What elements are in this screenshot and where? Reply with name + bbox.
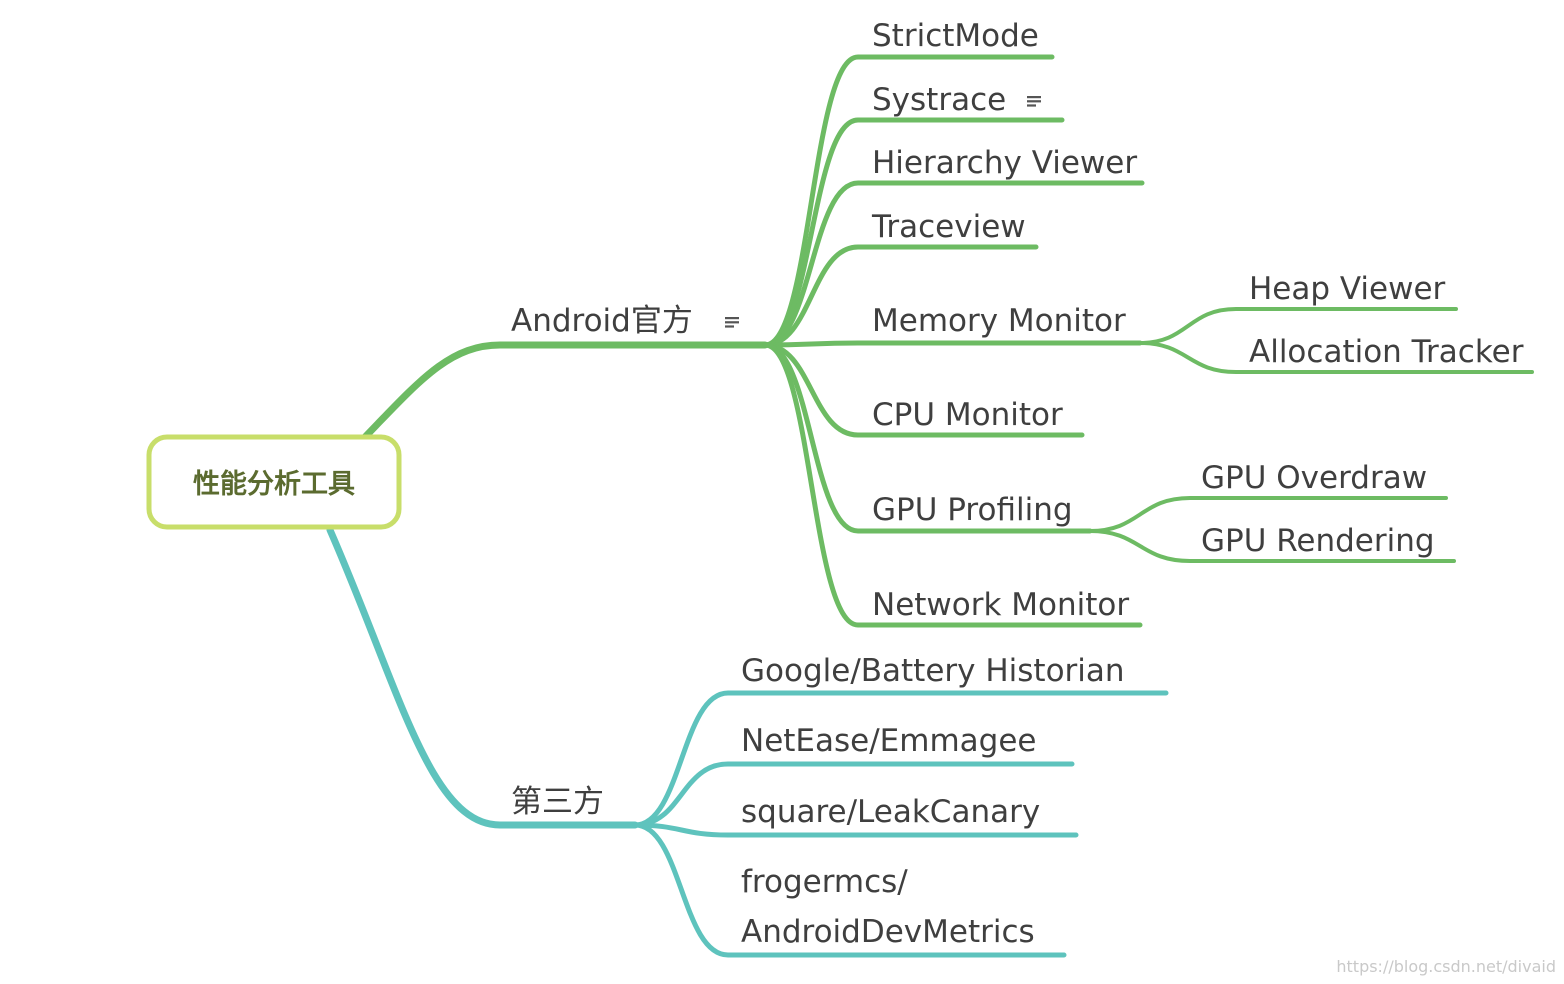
node-strictmode[interactable]: StrictMode: [872, 18, 1039, 54]
edge-third-child-1: [632, 761, 1075, 828]
note-icon[interactable]: [1027, 96, 1041, 107]
edge-root-android: [361, 341, 769, 441]
edge-gpu-overdraw: [1088, 496, 1448, 533]
node-memory-monitor[interactable]: Memory Monitor: [872, 303, 1126, 339]
node-gpu-profiling[interactable]: GPU Profiling: [872, 492, 1073, 528]
edge-root-third-party: [326, 526, 639, 829]
branch-label-android[interactable]: Android官方: [511, 303, 693, 339]
edge-memory-heap: [1138, 307, 1458, 345]
note-icon[interactable]: [725, 317, 739, 328]
node-leakcanary[interactable]: square/LeakCanary: [741, 794, 1040, 830]
node-allocation-tracker[interactable]: Allocation Tracker: [1249, 334, 1524, 370]
root-node[interactable]: 性能分析工具: [146, 434, 402, 530]
edge-memory-allocation: [1138, 341, 1534, 374]
watermark: https://blog.csdn.net/divaid: [1336, 957, 1556, 976]
node-cpu-monitor[interactable]: CPU Monitor: [872, 397, 1063, 433]
edge-android-child-5: [762, 342, 1085, 438]
edge-third-child-2: [632, 822, 1079, 838]
edge-android-child-3: [762, 244, 1039, 348]
edge-android-child-7: [762, 342, 1143, 628]
edge-android-child-4: [762, 340, 1143, 348]
edge-gpu-rendering: [1088, 529, 1456, 563]
node-androiddevmetrics-line1[interactable]: frogermcs/: [741, 864, 908, 900]
edge-android-child-2: [762, 180, 1145, 348]
node-gpu-overdraw[interactable]: GPU Overdraw: [1201, 460, 1427, 496]
edge-third-child-0: [632, 690, 1169, 828]
node-systrace[interactable]: Systrace: [872, 82, 1006, 118]
node-heap-viewer[interactable]: Heap Viewer: [1249, 271, 1446, 307]
node-traceview[interactable]: Traceview: [871, 209, 1026, 245]
root-node-box: [146, 434, 402, 530]
node-emmagee[interactable]: NetEase/Emmagee: [741, 723, 1036, 759]
node-gpu-rendering[interactable]: GPU Rendering: [1201, 523, 1435, 559]
node-battery-historian[interactable]: Google/Battery Historian: [741, 653, 1125, 689]
node-hierarchy-viewer[interactable]: Hierarchy Viewer: [872, 145, 1137, 181]
branch-label-third-party[interactable]: 第三方: [511, 784, 604, 820]
root-node-label: 性能分析工具: [193, 468, 355, 500]
node-androiddevmetrics-line2[interactable]: AndroidDevMetrics: [741, 914, 1035, 950]
edge-third-child-3: [632, 822, 1067, 958]
connector-lines: [326, 54, 1534, 958]
node-network-monitor[interactable]: Network Monitor: [872, 587, 1129, 623]
